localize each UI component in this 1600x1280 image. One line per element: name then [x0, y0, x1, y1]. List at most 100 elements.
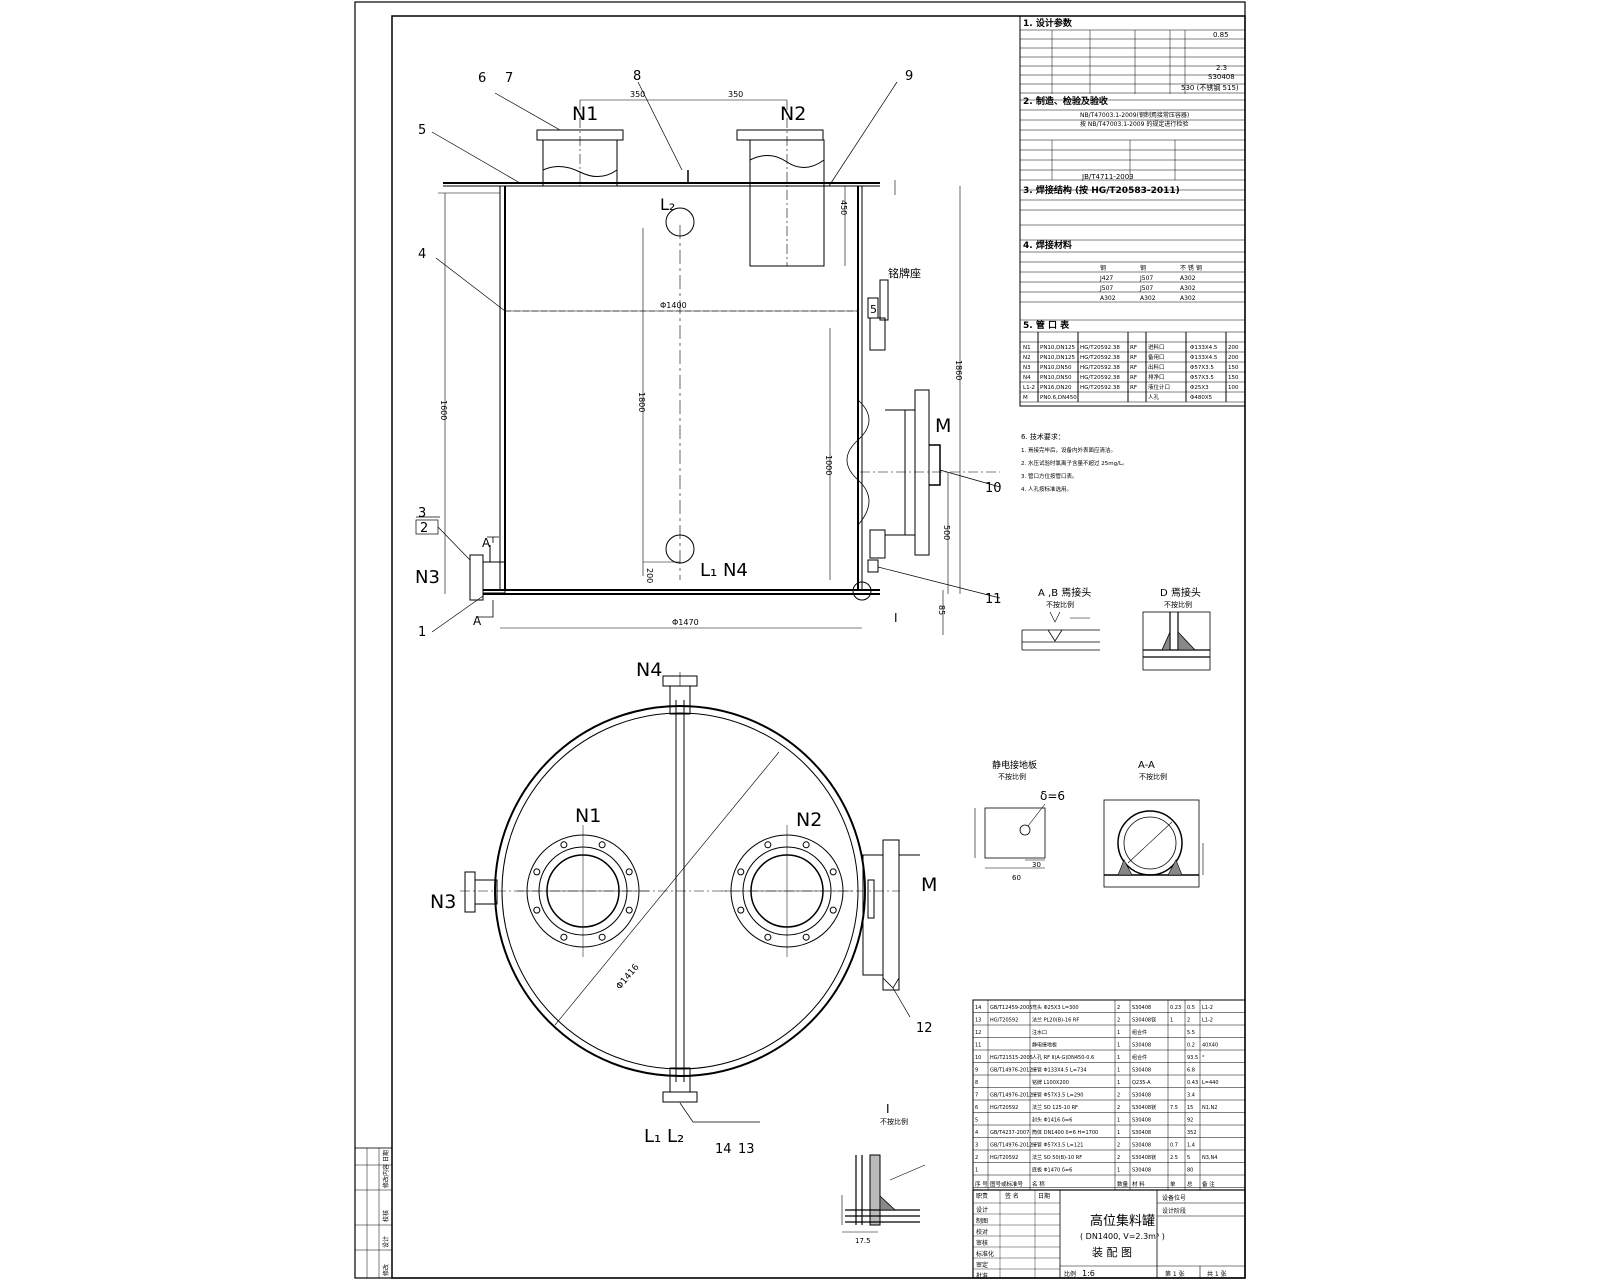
bom-cell: 92 — [1187, 1118, 1193, 1124]
bom-cell: L1-2 — [1202, 1005, 1213, 1011]
callout-5-bracket: 5 — [870, 303, 877, 316]
bom-cell: HG/T20592 — [990, 1105, 1018, 1111]
bom-cell: 接管 Φ57X3.5 L=290 — [1032, 1092, 1083, 1099]
bom-cell: 9 — [975, 1068, 978, 1074]
label-m-front: M — [935, 415, 951, 437]
rev-col-0: 修改 — [382, 1264, 390, 1276]
nozzle-title: 5. 管 口 表 — [1023, 319, 1070, 331]
nozzle-cell: 150 — [1228, 365, 1239, 371]
nozzle-cell: Φ480X5 — [1190, 395, 1213, 401]
weld-mat-cell: J507 — [1139, 285, 1153, 292]
bolt-hole — [598, 933, 606, 941]
nameplate-label: 铭牌座 — [888, 266, 921, 280]
nozzle-cell: PN10,DN50 — [1040, 365, 1072, 371]
bom-cell: 0.2 — [1187, 1043, 1195, 1049]
param-value-0: 0.85 — [1213, 31, 1229, 39]
bom-cell: 1 — [1117, 1055, 1120, 1061]
callout-1: 1 — [418, 625, 426, 640]
bom-cell: 12 — [975, 1030, 981, 1036]
detail-i-sub: 不按比例 — [880, 1117, 908, 1126]
nozzle-cell: PN0.6,DN450 — [1040, 395, 1077, 401]
bom-header: 名 称 — [1032, 1180, 1045, 1188]
flange-bolts-n2 — [737, 841, 837, 941]
detail-i-title: I — [886, 1102, 890, 1116]
bom-cell: 铭牌 L100X200 — [1032, 1079, 1069, 1086]
nozzle-cell: 200 — [1228, 345, 1239, 351]
plan-view — [460, 672, 920, 1123]
bom-cell: 0.43 — [1187, 1080, 1198, 1086]
nozzle-cell: 排净口 — [1148, 373, 1165, 381]
bolt-hole — [533, 906, 541, 914]
label-n1-plan: N1 — [575, 805, 601, 827]
weld-mat-cell: A302 — [1180, 295, 1196, 302]
callout-2: 2 — [420, 521, 428, 536]
bom-cell: 人孔 RF II(A·G)DN450-0.6 — [1032, 1054, 1094, 1061]
bolt-hole — [737, 868, 745, 876]
project-label: 设计阶段 — [1162, 1207, 1186, 1215]
bom-cell: S30408 — [1132, 1130, 1151, 1136]
label-n1: N1 — [572, 103, 598, 125]
bom-cell: 1 — [1170, 1018, 1173, 1024]
bom-cell: S30408 — [1132, 1143, 1151, 1149]
nozzle-cell: RF — [1130, 365, 1137, 371]
detail-i — [841, 1154, 926, 1233]
title-line3: 装 配 图 — [1092, 1246, 1132, 1259]
bom-cell: GB/T14976-2012 — [990, 1093, 1032, 1099]
bom-cell: S30408 — [1132, 1043, 1151, 1049]
std-line-2: JB/T4711-2003 — [1081, 173, 1134, 181]
role-label: 审核 — [976, 1239, 988, 1247]
flange-bolts-n1 — [533, 841, 633, 941]
bom-cell: 1 — [1117, 1068, 1120, 1074]
front-view — [415, 81, 1001, 635]
nozzle-cell: HG/T20592.38 — [1080, 355, 1120, 361]
bom-cell: S30408 — [1132, 1168, 1151, 1174]
detail-static-plate — [974, 803, 1046, 869]
bom-cell: N1,N2 — [1202, 1105, 1217, 1111]
nozzle-cell: HG/T20592.38 — [1080, 365, 1120, 371]
nozzle-cell: PN16,DN20 — [1040, 385, 1072, 391]
bom-cell: 底板 Φ1470 δ=6 — [1032, 1167, 1072, 1174]
nozzle-cell: RF — [1130, 355, 1137, 361]
dim-1000: 1000 — [824, 455, 833, 475]
callout-6-7-b: 7 — [505, 71, 513, 86]
rev-col-2: 校核 — [382, 1210, 390, 1222]
dim-200: 200 — [645, 568, 654, 583]
detail-ab-title: A ,B 焉接头 — [1038, 586, 1091, 599]
detail-aa — [1103, 799, 1204, 888]
nozzle-cell: N4 — [1023, 375, 1031, 381]
label-n2: N2 — [780, 103, 806, 125]
nozzle-cell: 备用口 — [1148, 353, 1165, 361]
design-tables — [1019, 15, 1246, 407]
revision-block — [354, 1147, 393, 1279]
dim-1600: 1600 — [439, 400, 448, 420]
bom-cell: 5 — [1187, 1155, 1190, 1161]
bom-header: 材 料 — [1132, 1180, 1145, 1188]
nozzle-cell: Φ25X3 — [1190, 385, 1209, 391]
bom-cell: 1 — [1117, 1130, 1120, 1136]
bom-cell: 6.8 — [1187, 1068, 1195, 1074]
detail-d-weld — [1142, 611, 1211, 671]
sheet-total: 共 1 张 — [1207, 1270, 1227, 1278]
rev-col-3: 修改内容 — [382, 1164, 390, 1188]
role-label: 标准化 — [976, 1250, 994, 1258]
detail-static-sub: 不按比例 — [998, 772, 1026, 781]
bom-header: 单 — [1170, 1180, 1176, 1188]
callout-9: 9 — [905, 69, 913, 84]
nozzle-cell: PN10,DN50 — [1040, 375, 1072, 381]
bom-cell: 2 — [1117, 1143, 1120, 1149]
bom-cell: 6 — [975, 1105, 978, 1111]
bom-cell: 3.4 — [1187, 1093, 1195, 1099]
bom-cell: S30408镁 — [1132, 1017, 1156, 1024]
nozzle-cell: L1-2 — [1023, 385, 1035, 391]
detail-static-delta: δ=6 — [1040, 789, 1065, 803]
bom-cell: GB/T12459-2005 — [990, 1005, 1032, 1011]
bom-cell: 352 — [1187, 1130, 1197, 1136]
design-params-title: 1. 设计参数 — [1023, 17, 1073, 29]
role-label: 校对 — [976, 1228, 988, 1236]
role-label: 审定 — [976, 1261, 988, 1269]
bom-cell: 1 — [1117, 1030, 1120, 1036]
